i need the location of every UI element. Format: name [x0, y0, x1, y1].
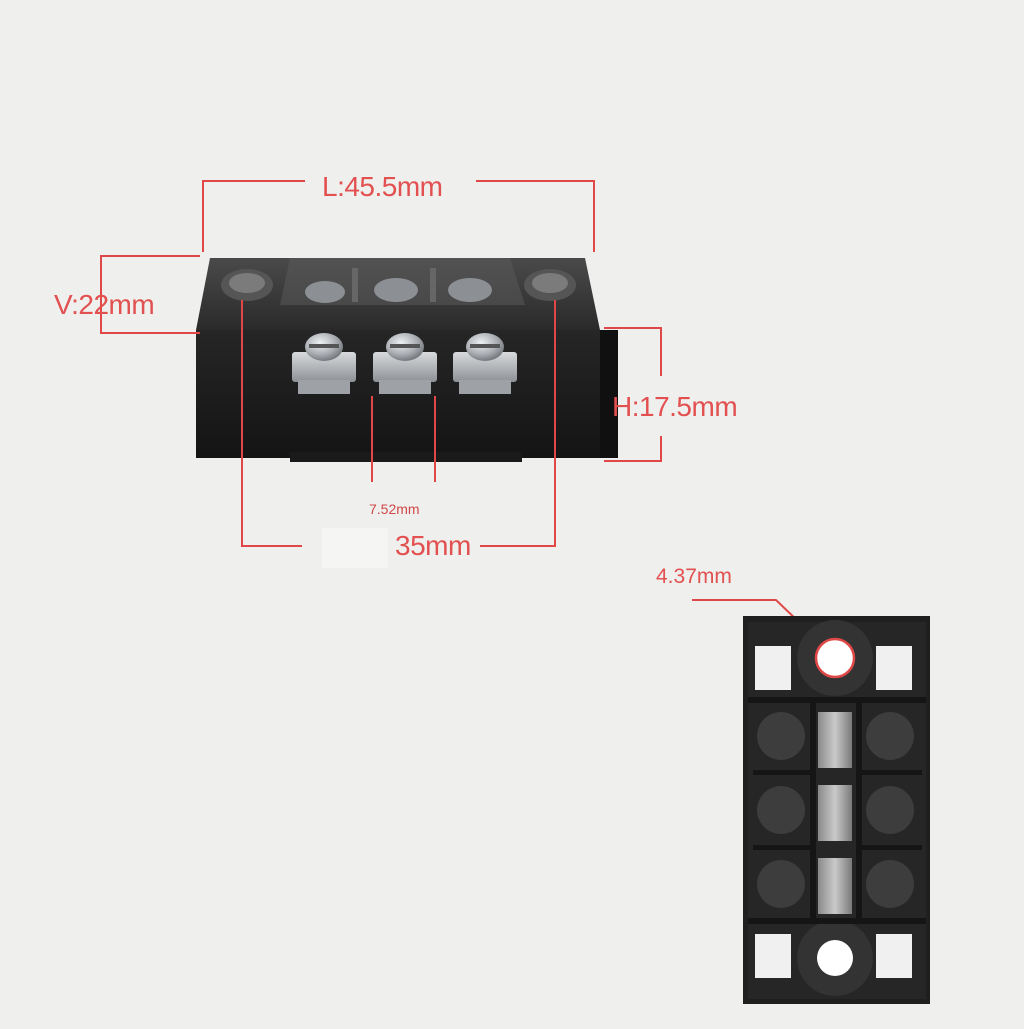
h-height-label: H:17.5mm	[612, 391, 738, 422]
metal-strip	[818, 858, 852, 914]
dimension-lines	[100, 180, 827, 649]
rear-screw-icon	[448, 278, 492, 302]
screw-bottom-icon	[866, 860, 914, 908]
front-terminal-icon	[453, 333, 517, 394]
mount-hole-bottom	[817, 940, 853, 976]
v-height-label: V:22mm	[54, 289, 155, 320]
length-label: L:45.5mm	[322, 171, 443, 202]
mount-spacing-label: 35mm	[395, 530, 471, 561]
metal-strip	[818, 712, 852, 768]
pitch-label: 7.52mm	[369, 501, 420, 517]
mount-hole-top	[814, 637, 856, 679]
screw-bottom-icon	[757, 786, 805, 834]
terminal-block-bottom	[743, 616, 930, 1004]
metal-strip	[818, 785, 852, 841]
front-terminal-icon	[292, 333, 356, 394]
hole-diameter-label: 4.37mm	[656, 565, 732, 588]
front-terminal-icon	[373, 333, 437, 394]
screw-bottom-icon	[757, 712, 805, 760]
screw-bottom-icon	[757, 860, 805, 908]
screw-bottom-icon	[866, 786, 914, 834]
rear-screw-icon	[305, 281, 345, 303]
terminal-block-front	[196, 258, 618, 462]
screw-bottom-icon	[866, 712, 914, 760]
rear-screw-icon	[374, 278, 418, 302]
